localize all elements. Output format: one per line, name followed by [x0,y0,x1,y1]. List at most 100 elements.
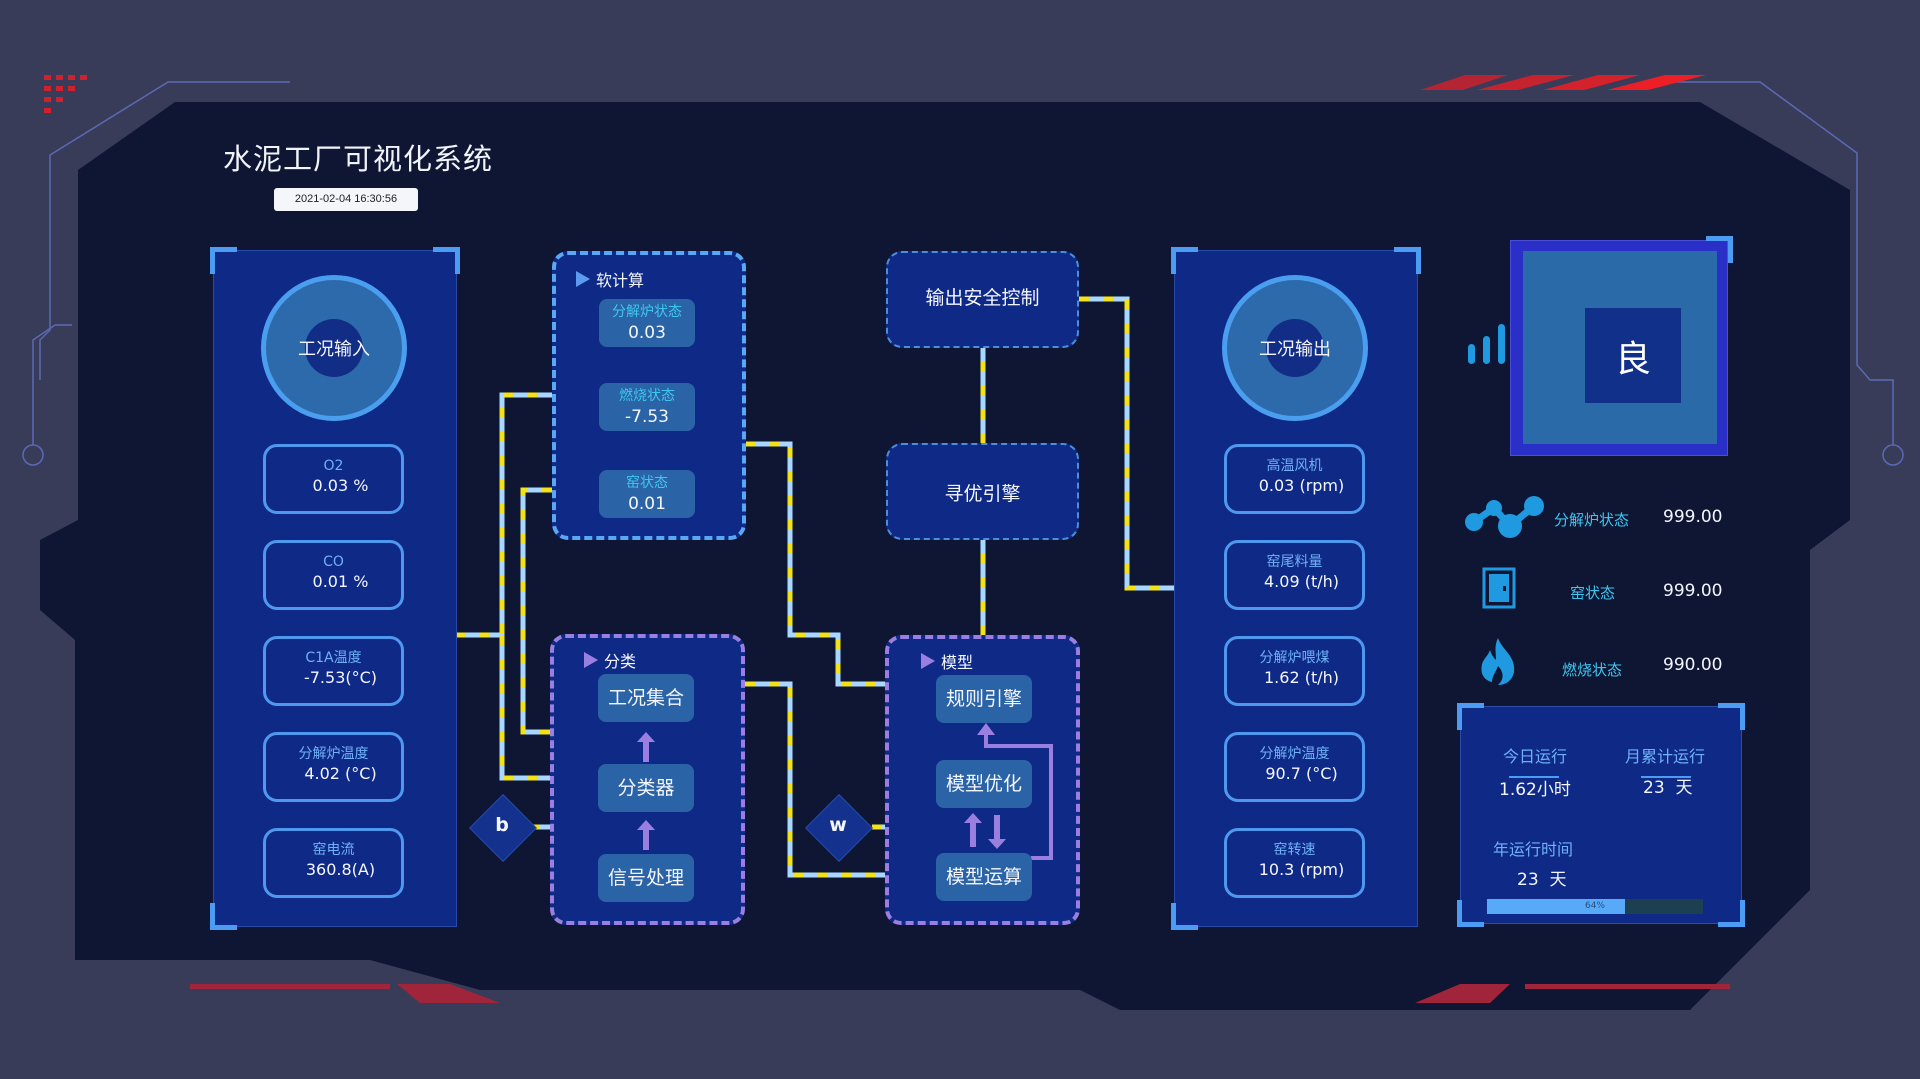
output-card-kiln-feed[interactable]: 窑尾料量 4.09 (t/h) [1224,540,1365,610]
decor-red-stripes-top [1420,75,1706,90]
card-value: 0.03 (rpm) [1258,476,1345,495]
step-rule-engine[interactable]: 规则引擎 [936,675,1032,723]
page-title: 水泥工厂可视化系统 [223,142,494,176]
corner-bracket [1394,247,1421,274]
month-run-value: 23 天 [1643,778,1693,798]
connector-classify-to-model [745,681,902,879]
soft-calc-item-calciner[interactable]: 分解炉状态 0.03 [599,299,695,347]
output-safety-label: 输出安全控制 [925,287,1040,309]
soft-calc-item-combustion[interactable]: 燃烧状态 -7.53 [599,383,695,431]
arrow-up-icon [637,820,655,850]
card-value: 10.3 (rpm) [1258,860,1345,879]
step-model-computation[interactable]: 模型运算 [936,853,1032,901]
output-panel: 工况输出 高温风机 0.03 (rpm) 窑尾料量 4.09 (t/h) 分解炉… [1171,247,1421,930]
grade-display: 良 [1510,240,1728,456]
model-box: 模型 规则引擎 模型优化 模型运算 [885,635,1080,925]
output-card-fan[interactable]: 高温风机 0.03 (rpm) [1224,444,1365,514]
year-progress-bar: 64% [1487,899,1703,914]
card-label: 窑转速 [1273,842,1316,858]
corner-bracket [1171,903,1198,930]
card-label: 高温风机 [1266,458,1323,474]
optimizer-box[interactable]: 寻优引擎 [886,443,1079,540]
input-panel: 工况输入 O2 0.03 % CO 0.01 % C1A温度 -7.53(°C)… [210,247,460,930]
input-card-co[interactable]: CO 0.01 % [263,540,404,610]
card-label: 窑电流 [312,842,355,858]
input-card-c1a-temp[interactable]: C1A温度 -7.53(°C) [263,636,404,706]
input-panel-title: 工况输入 [298,339,370,360]
corner-bracket [1457,900,1484,927]
output-card-calciner-temp[interactable]: 分解炉温度 90.7 (°C) [1224,732,1365,802]
corner-bracket [1718,900,1745,927]
today-underline [1509,776,1559,778]
node-w-label: w [829,814,847,836]
soft-calc-header: 软计算 [576,267,644,291]
card-value: 90.7 (°C) [1265,764,1338,783]
runtime-panel: 今日运行 1.62小时 月累计运行 23 天 年运行时间 23 天 64% [1457,703,1745,927]
output-card-kiln-speed[interactable]: 窑转速 10.3 (rpm) [1224,828,1365,898]
card-label: 窑尾料量 [1266,554,1323,570]
arrow-up-icon [637,732,655,762]
bidirectional-arrow-icon [964,813,1006,849]
door-icon [1482,567,1516,609]
card-label: CO [323,554,344,570]
card-value: 4.09 (t/h) [1264,572,1339,591]
card-label: 分解炉温度 [298,746,369,762]
status-label-combustion: 燃烧状态 [1562,661,1623,679]
triangle-icon [921,653,935,669]
corner-bracket [210,247,237,274]
today-run-value: 1.62小时 [1499,780,1571,800]
item-label: 燃烧状态 [619,388,675,404]
model-feedback-arrow [977,723,1053,860]
output-safety-box[interactable]: 输出安全控制 [886,251,1079,348]
month-run-label: 月累计运行 [1625,747,1706,766]
card-label: O2 [323,458,344,474]
grade-frame: 良 [1523,251,1717,444]
triangle-icon [584,652,598,668]
item-value: 0.01 [628,494,666,514]
card-label: 分解炉喂煤 [1259,650,1330,666]
step-classifier[interactable]: 分类器 [598,764,694,812]
frame-line-topleft [39,81,290,380]
flame-icon [1481,638,1515,685]
optimizer-label: 寻优引擎 [944,483,1021,505]
input-card-calciner-temp[interactable]: 分解炉温度 4.02 (°C) [263,732,404,802]
status-label-kiln: 窑状态 [1570,584,1616,602]
card-value: 4.02 (°C) [304,764,377,783]
grade-value: 良 [1585,308,1681,403]
input-card-kiln-current[interactable]: 窑电流 360.8(A) [263,828,404,898]
classify-header: 分类 [584,648,636,672]
progress-label: 64% [1584,901,1605,911]
connector-softcalc-to-model [746,441,899,688]
step-model-optimization[interactable]: 模型优化 [936,760,1032,808]
corner-bracket [1171,247,1198,274]
card-label: C1A温度 [305,650,362,666]
output-card-calciner-coal[interactable]: 分解炉喂煤 1.62 (t/h) [1224,636,1365,706]
frame-line-topright [1665,81,1894,445]
status-label-calciner: 分解炉状态 [1554,511,1630,529]
output-panel-title: 工况输出 [1259,339,1331,360]
corner-bracket [1718,703,1745,730]
progress-fill [1487,899,1626,914]
ring-hole [305,319,363,377]
connector-input-to-softcalc [455,391,565,638]
step-condition-set[interactable]: 工况集合 [598,674,694,722]
connector-input-to-classify [499,635,565,782]
frame-node-right [1882,444,1904,466]
card-value: -7.53(°C) [303,668,378,687]
step-signal-processing[interactable]: 信号处理 [598,854,694,902]
connector-safety-to-output [1079,296,1185,592]
input-ring: 工况输入 [261,275,407,421]
connector-branch-2 [520,486,565,735]
card-value: 1.62 (t/h) [1264,668,1339,687]
soft-calc-item-kiln[interactable]: 窑状态 0.01 [599,470,695,518]
grade-corner-bracket [1706,236,1733,263]
card-label: 分解炉温度 [1259,746,1330,762]
card-value: 360.8(A) [305,860,376,879]
status-value-kiln: 999.00 [1663,581,1723,601]
corner-bracket [433,247,460,274]
item-value: -7.53 [625,407,669,427]
input-card-o2[interactable]: O2 0.03 % [263,444,404,514]
card-value: 0.01 % [312,572,369,591]
output-ring: 工况输出 [1222,275,1368,421]
